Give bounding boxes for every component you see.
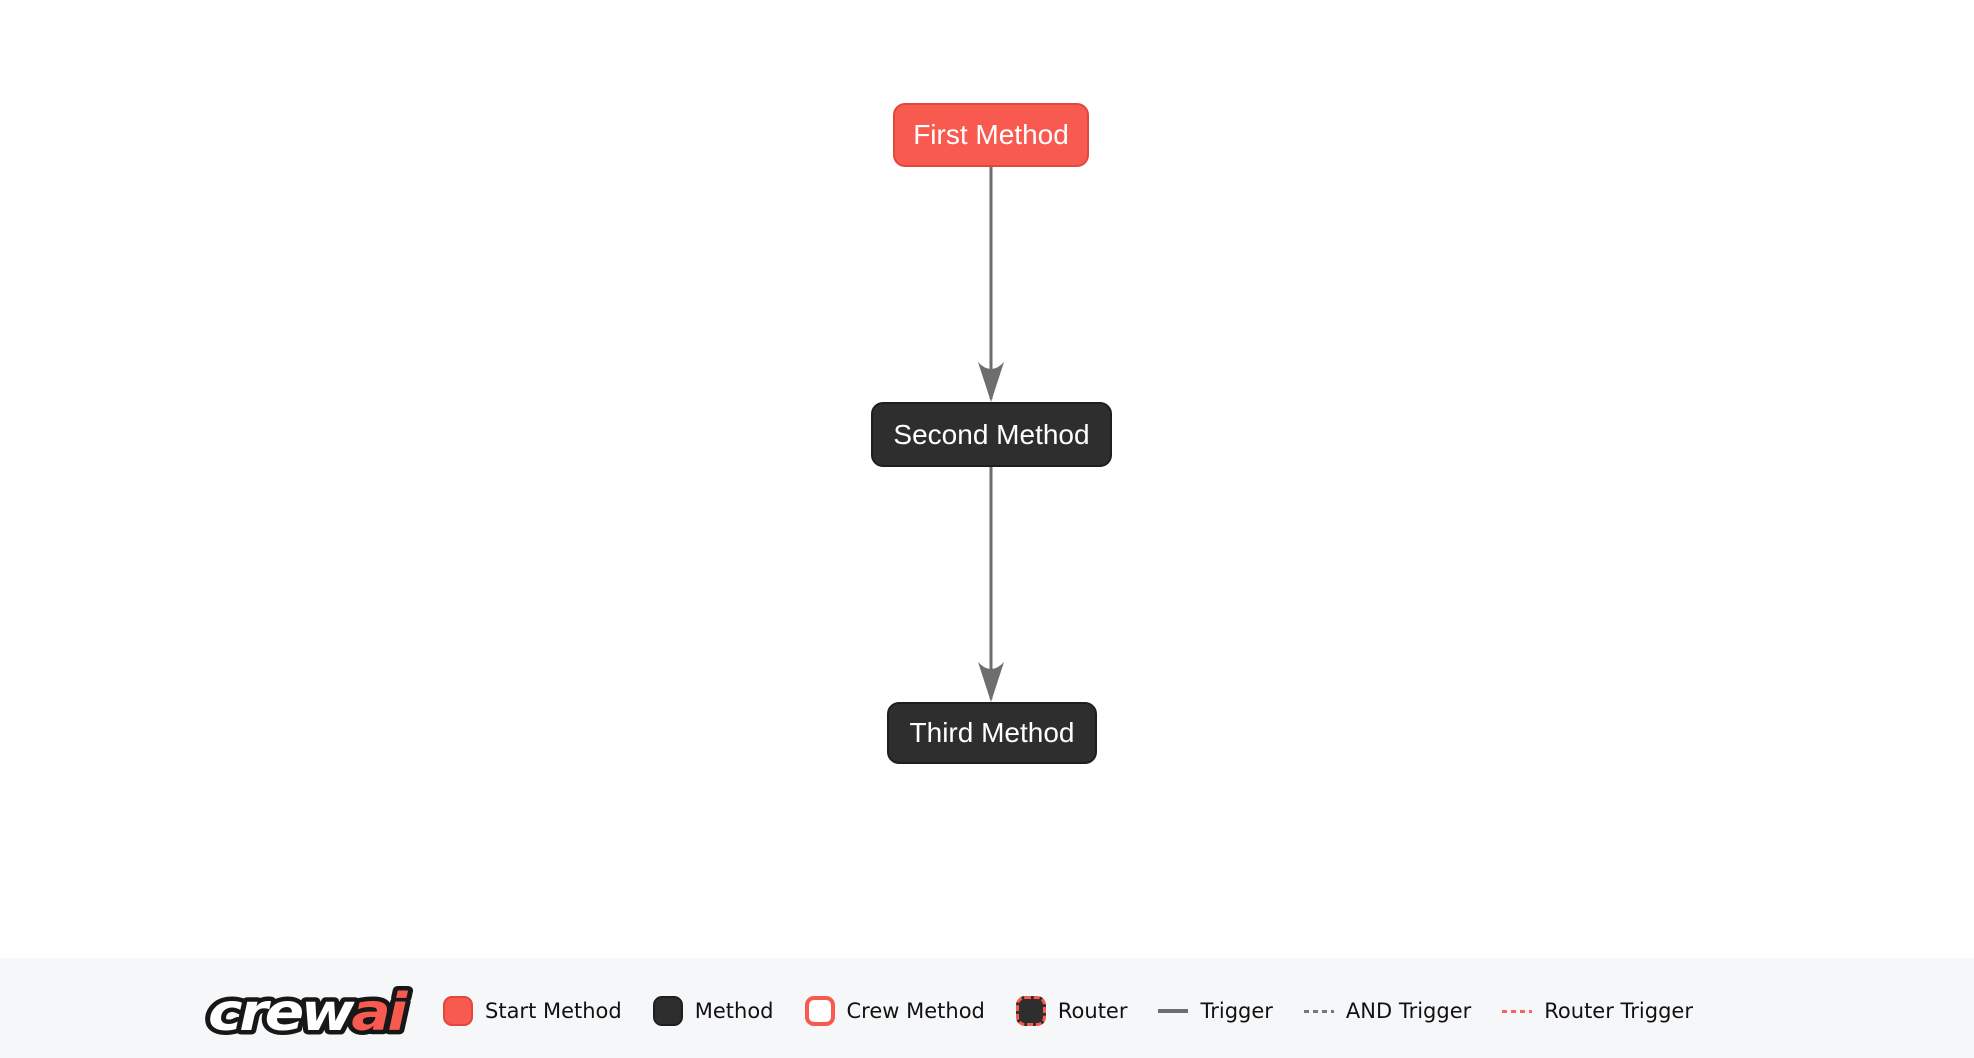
crew-method-swatch [804, 996, 835, 1026]
logo-text-ai: ai [351, 983, 408, 1043]
method-swatch [652, 996, 683, 1026]
node-third-method-label: Third Method [909, 717, 1075, 748]
node-second-method-label: Second Method [893, 418, 1090, 450]
legend-item-crew-method: Crew Method [804, 996, 985, 1026]
node-second-method[interactable]: Second Method [871, 402, 1112, 467]
legend-label-router: Router [1057, 999, 1128, 1023]
legend-item-router-trigger: Router Trigger [1502, 999, 1693, 1023]
trigger-line-swatch [1158, 1009, 1189, 1013]
start-method-swatch [443, 996, 473, 1026]
trigger-edge-first-to-second [978, 167, 1004, 402]
legend-item-method: Method [652, 996, 774, 1026]
node-third-method[interactable]: Third Method [887, 702, 1097, 764]
legend-label-router-trigger: Router Trigger [1544, 999, 1693, 1023]
legend-item-and-trigger: AND Trigger [1303, 999, 1472, 1023]
logo-text-crew: crew [208, 983, 356, 1043]
legend-label-crew-method: Crew Method [846, 999, 985, 1023]
legend-item-trigger: Trigger [1158, 999, 1273, 1023]
node-first-method[interactable]: First Method [893, 103, 1089, 167]
legend-item-start-method: Start Method [443, 996, 622, 1026]
router-trigger-line-swatch [1502, 1009, 1533, 1013]
legend-label-method: Method [694, 999, 774, 1023]
legend-label-trigger: Trigger [1200, 999, 1273, 1023]
and-trigger-line-swatch [1303, 1009, 1334, 1013]
node-first-method-label: First Method [913, 119, 1069, 150]
legend-label-start-method: Start Method [485, 999, 622, 1023]
router-swatch [1015, 996, 1046, 1026]
trigger-edge-second-to-third [978, 467, 1004, 702]
legend-item-router: Router [1015, 996, 1128, 1026]
legend-label-and-trigger: AND Trigger [1345, 999, 1472, 1023]
